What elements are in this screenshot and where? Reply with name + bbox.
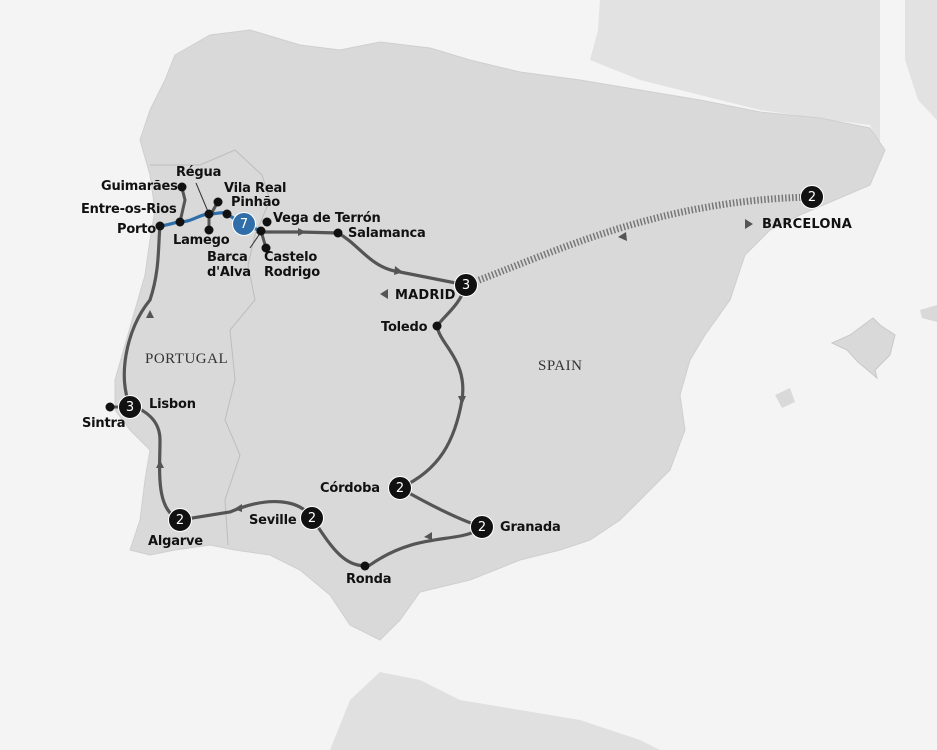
stop-label-lamego: Lamego bbox=[173, 233, 230, 248]
stop-label-lisbon: Lisbon bbox=[149, 397, 196, 412]
stop-label-pinhao: Pinhão bbox=[231, 195, 280, 210]
stop-label-madrid: MADRID bbox=[395, 288, 456, 303]
stop-label-vega-de-terron: Vega de Terrón bbox=[273, 211, 381, 226]
stop-label-regua: Régua bbox=[176, 165, 222, 180]
stop-label-sintra: Sintra bbox=[82, 416, 126, 431]
stop-label-barca-dalva: Barca d'Alva bbox=[207, 250, 251, 280]
country-label-portugal: PORTUGAL bbox=[145, 351, 229, 367]
direction-arrow bbox=[156, 460, 164, 468]
menorca-island bbox=[920, 305, 937, 322]
ibiza-island bbox=[775, 388, 795, 408]
madrid-start-triangle-icon bbox=[380, 289, 388, 299]
guimaraes-spur bbox=[178, 187, 187, 223]
granada-nights-badge: 2 bbox=[470, 515, 494, 539]
stop-label-granada: Granada bbox=[500, 520, 561, 535]
barcelona-madrid-train-route bbox=[464, 193, 813, 289]
stop-dot-castelo-rodrigo bbox=[261, 243, 271, 253]
direction-arrow bbox=[146, 310, 154, 318]
mallorca-island bbox=[830, 317, 896, 380]
cordoba-nights-badge: 2 bbox=[388, 476, 412, 500]
stop-label-cordoba: Córdoba bbox=[320, 481, 380, 496]
stop-label-guimaraes: Guimarães bbox=[101, 179, 178, 194]
stop-label-porto: Porto bbox=[117, 222, 157, 237]
stop-dot-salamanca bbox=[333, 228, 343, 238]
direction-arrow bbox=[394, 266, 403, 275]
stop-dot-guimaraes bbox=[177, 182, 187, 192]
direction-arrow bbox=[298, 228, 306, 236]
stop-dot-porto bbox=[155, 221, 165, 231]
direction-arrow bbox=[234, 504, 242, 512]
country-label-spain: SPAIN bbox=[538, 358, 583, 374]
stop-label-barcelona: BARCELONA bbox=[762, 217, 853, 232]
corsica-sardinia-landmass bbox=[905, 0, 937, 120]
africa-landmass bbox=[330, 672, 660, 750]
stop-dot-barca-dalva bbox=[256, 226, 266, 236]
stop-dot-vila-real bbox=[213, 197, 223, 207]
iberia-landmass bbox=[114, 29, 886, 641]
barcelona-nights-badge: 2 bbox=[800, 185, 824, 209]
madrid-nights-badge: 3 bbox=[454, 273, 478, 297]
stop-label-castelo-rodrigo: Castelo Rodrigo bbox=[264, 250, 320, 280]
stop-dot-ronda bbox=[360, 561, 370, 571]
stop-dot-toledo bbox=[432, 321, 442, 331]
stop-label-ronda: Ronda bbox=[346, 572, 392, 587]
stop-dot-sintra bbox=[105, 402, 115, 412]
france-landmass bbox=[560, 0, 880, 145]
stop-label-seville: Seville bbox=[249, 513, 297, 528]
portugal-border bbox=[150, 149, 271, 546]
stop-dot-entre-os-rios bbox=[175, 217, 185, 227]
stop-dot-lamego bbox=[204, 225, 214, 235]
direction-arrow bbox=[618, 232, 627, 241]
seville-nights-badge: 2 bbox=[300, 506, 324, 530]
stop-dot-vega-de-terron bbox=[262, 217, 272, 227]
algarve-nights-badge: 2 bbox=[168, 508, 192, 532]
stop-label-salamanca: Salamanca bbox=[348, 226, 426, 241]
stop-label-algarve: Algarve bbox=[148, 534, 203, 549]
stop-label-vila-real: Vila Real bbox=[224, 181, 287, 196]
barcelona-end-triangle-icon bbox=[745, 219, 753, 229]
direction-arrow bbox=[424, 532, 432, 540]
stop-dot-pinhao bbox=[222, 209, 232, 219]
regua-leader-line bbox=[195, 182, 210, 215]
stop-dot-regua bbox=[204, 209, 214, 219]
river-cruise-nights-badge: 7 bbox=[232, 212, 256, 236]
direction-arrow bbox=[458, 396, 466, 405]
stop-label-entre-os-rios: Entre-os-Rios bbox=[81, 202, 177, 217]
stop-label-toledo: Toledo bbox=[381, 320, 428, 335]
lisbon-nights-badge: 3 bbox=[118, 395, 142, 419]
